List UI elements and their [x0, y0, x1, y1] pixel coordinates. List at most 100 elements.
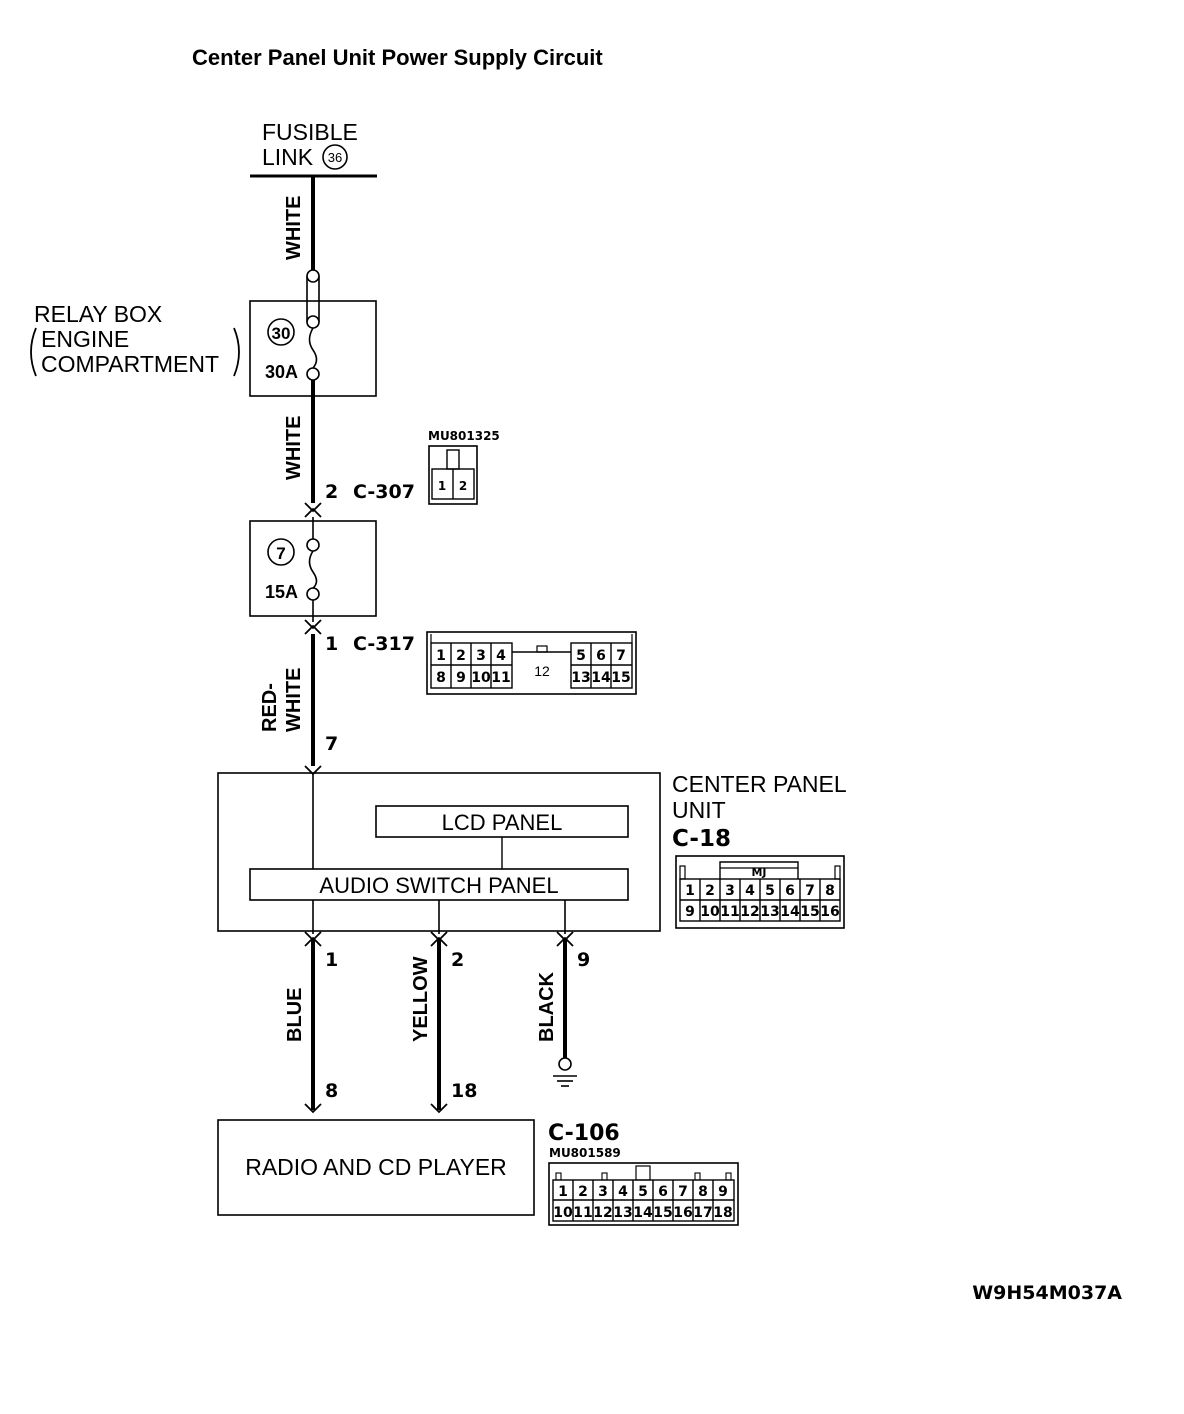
wire-label-yellow: YELLOW [410, 956, 432, 1042]
c317-pin-label: 3 [476, 648, 486, 664]
c18-pin-label: 12 [740, 904, 759, 920]
c18-out-arrow-2b [430, 936, 448, 947]
fusible-link-number-circle [322, 144, 348, 170]
center-panel-out-pin-2: 2 [451, 949, 464, 971]
radio-pin-18: 18 [451, 1080, 477, 1102]
c106-pin-label: 16 [673, 1205, 692, 1221]
fuse-30-circle [267, 318, 295, 346]
c106-pin-label: 11 [573, 1205, 592, 1221]
fusible-link-number: 36 [328, 150, 342, 165]
c106-bottom-pin-labels: 10 11 12 13 14 15 16 17 18 [553, 1205, 732, 1221]
center-panel-input-pin: 7 [325, 733, 338, 755]
c18-pin-label: 15 [800, 904, 819, 920]
c317-pin-label: 10 [471, 670, 491, 686]
c307-pin: 2 [325, 481, 338, 503]
center-panel-label-2: UNIT [672, 797, 726, 823]
relay-terminal-mid [306, 315, 320, 329]
c106-pin-label: 8 [698, 1184, 708, 1200]
c106-pin-label: 4 [618, 1184, 628, 1200]
lcd-panel-label: LCD PANEL [442, 810, 563, 835]
c307-part-number: MU801325 [428, 429, 500, 443]
c18-pin-label: 1 [685, 883, 695, 899]
c18-connector-face [675, 855, 845, 929]
c317-pin-label: 7 [616, 648, 626, 664]
c317-bottom-pin-labels: 8 9 10 11 13 14 15 [436, 670, 631, 686]
radio-arrow-18 [430, 1103, 448, 1114]
fuse-7-rating: 15A [265, 582, 298, 602]
c106-pin-label: 15 [653, 1205, 672, 1221]
relay-box-paren-right [233, 327, 240, 377]
radio-arrow-8 [304, 1103, 322, 1114]
wire-label-white-mid: WHITE [283, 416, 305, 480]
c18-pin-label: 13 [760, 904, 779, 920]
wire-label-red-white-2: WHITE [283, 668, 305, 732]
c106-pin-label: 14 [633, 1205, 653, 1221]
c106-part-number: MU801589 [549, 1146, 621, 1160]
c307-pin-1: 1 [438, 479, 446, 493]
c106-pin-label: 13 [613, 1205, 632, 1221]
center-panel-out-pin-9: 9 [577, 949, 590, 971]
c317-pin-label: 6 [596, 648, 606, 664]
radio-cd-player-box [217, 1119, 535, 1216]
c106-pin-label: 2 [578, 1184, 588, 1200]
c106-pin-label: 10 [553, 1205, 573, 1221]
c317-pin: 1 [325, 633, 338, 655]
center-panel-out-pin-1: 1 [325, 949, 338, 971]
c18-pin-label: 6 [785, 883, 795, 899]
c317-top-pin-labels: 1 2 3 4 5 6 7 [436, 648, 626, 664]
c106-pin-label: 17 [693, 1205, 712, 1221]
fuse-30-number: 30 [272, 324, 291, 343]
fusible-link-label-2: LINK [262, 144, 314, 170]
fuse-7-number: 7 [276, 544, 285, 563]
radio-pin-8: 8 [325, 1080, 338, 1102]
c317-pin-label: 2 [456, 648, 466, 664]
c106-connector-face [548, 1162, 739, 1226]
fusible-link-label: FUSIBLE [262, 119, 358, 145]
c106-top-pin-labels: 1 2 3 4 5 6 7 8 9 [558, 1184, 728, 1200]
c317-pin-label: 9 [456, 670, 466, 686]
c106-pin-label: 12 [593, 1205, 612, 1221]
diagram-title: Center Panel Unit Power Supply Circuit [192, 45, 603, 70]
fuse-30-symbol [308, 327, 318, 369]
relay-terminal-bottom [306, 367, 320, 381]
c317-arrow-bottom [304, 624, 322, 635]
c317-pin-label: 5 [576, 648, 586, 664]
relay-box-label-2: ENGINE [41, 326, 129, 352]
c106-pin-label: 3 [598, 1184, 608, 1200]
ground-icon [553, 1057, 577, 1087]
fuse-7-terminal-top [306, 538, 320, 552]
audio-switch-panel-label: AUDIO SWITCH PANEL [319, 873, 558, 898]
c18-top-pin-labels: 1 2 3 4 5 6 7 8 [685, 883, 835, 899]
c106-pin-label: 7 [678, 1184, 688, 1200]
wire-label-black: BLACK [536, 971, 558, 1042]
c18-pin-label: 8 [825, 883, 835, 899]
c18-pin-label: 3 [725, 883, 735, 899]
relay-box-label: RELAY BOX [34, 301, 162, 327]
c106-pin-label: 5 [638, 1184, 648, 1200]
relay-terminal-top [306, 269, 320, 283]
c18-pin-label: 16 [820, 904, 839, 920]
c307-arrow-top [304, 502, 322, 513]
c18-pin-label: 5 [765, 883, 775, 899]
c317-pin-label: 8 [436, 670, 446, 686]
c18-pin-label: 7 [805, 883, 815, 899]
c18-pin-label: 14 [780, 904, 800, 920]
c18-out-arrow-9b [556, 936, 574, 947]
radio-cd-player-label: RADIO AND CD PLAYER [245, 1154, 507, 1180]
fuse-7-circle [267, 538, 295, 566]
c317-connector-face [426, 631, 637, 695]
c18-pin-label: 9 [685, 904, 695, 920]
c307-pin-2: 2 [459, 479, 467, 493]
c18-out-arrow-1b [304, 936, 322, 947]
wire-label-blue: BLUE [284, 988, 306, 1042]
center-panel-label: CENTER PANEL [672, 771, 847, 797]
wire-label-white-top: WHITE [283, 196, 305, 260]
fuse-7-terminal-bottom [306, 587, 320, 601]
c18-mark: MJ [751, 866, 766, 879]
relay-box-paren-left [30, 327, 37, 377]
c106-pin-label: 1 [558, 1184, 568, 1200]
c106-name: C-106 [548, 1121, 620, 1146]
fuse-30-rating: 30A [265, 362, 298, 382]
c317-pin-label: 11 [491, 670, 510, 686]
